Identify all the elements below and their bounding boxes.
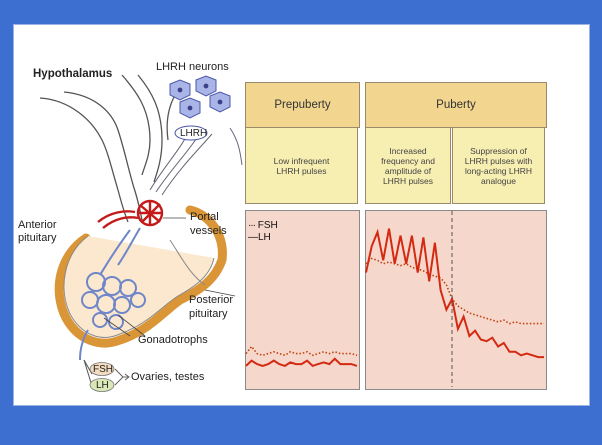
- legend-fsh: ··· FSH: [248, 220, 278, 232]
- legend-lh: —LH: [248, 232, 278, 244]
- legend-lh-swatch: —: [248, 232, 258, 243]
- legend-fsh-swatch: ···: [248, 220, 255, 231]
- series-lh-prepuberty: [246, 359, 357, 366]
- legend-lh-label: LH: [258, 232, 271, 243]
- series-lh-puberty: [366, 229, 544, 358]
- series-fsh-prepuberty: [246, 347, 357, 356]
- legend-fsh-label: FSH: [258, 220, 278, 231]
- chart-legend: ··· FSH —LH: [248, 220, 278, 244]
